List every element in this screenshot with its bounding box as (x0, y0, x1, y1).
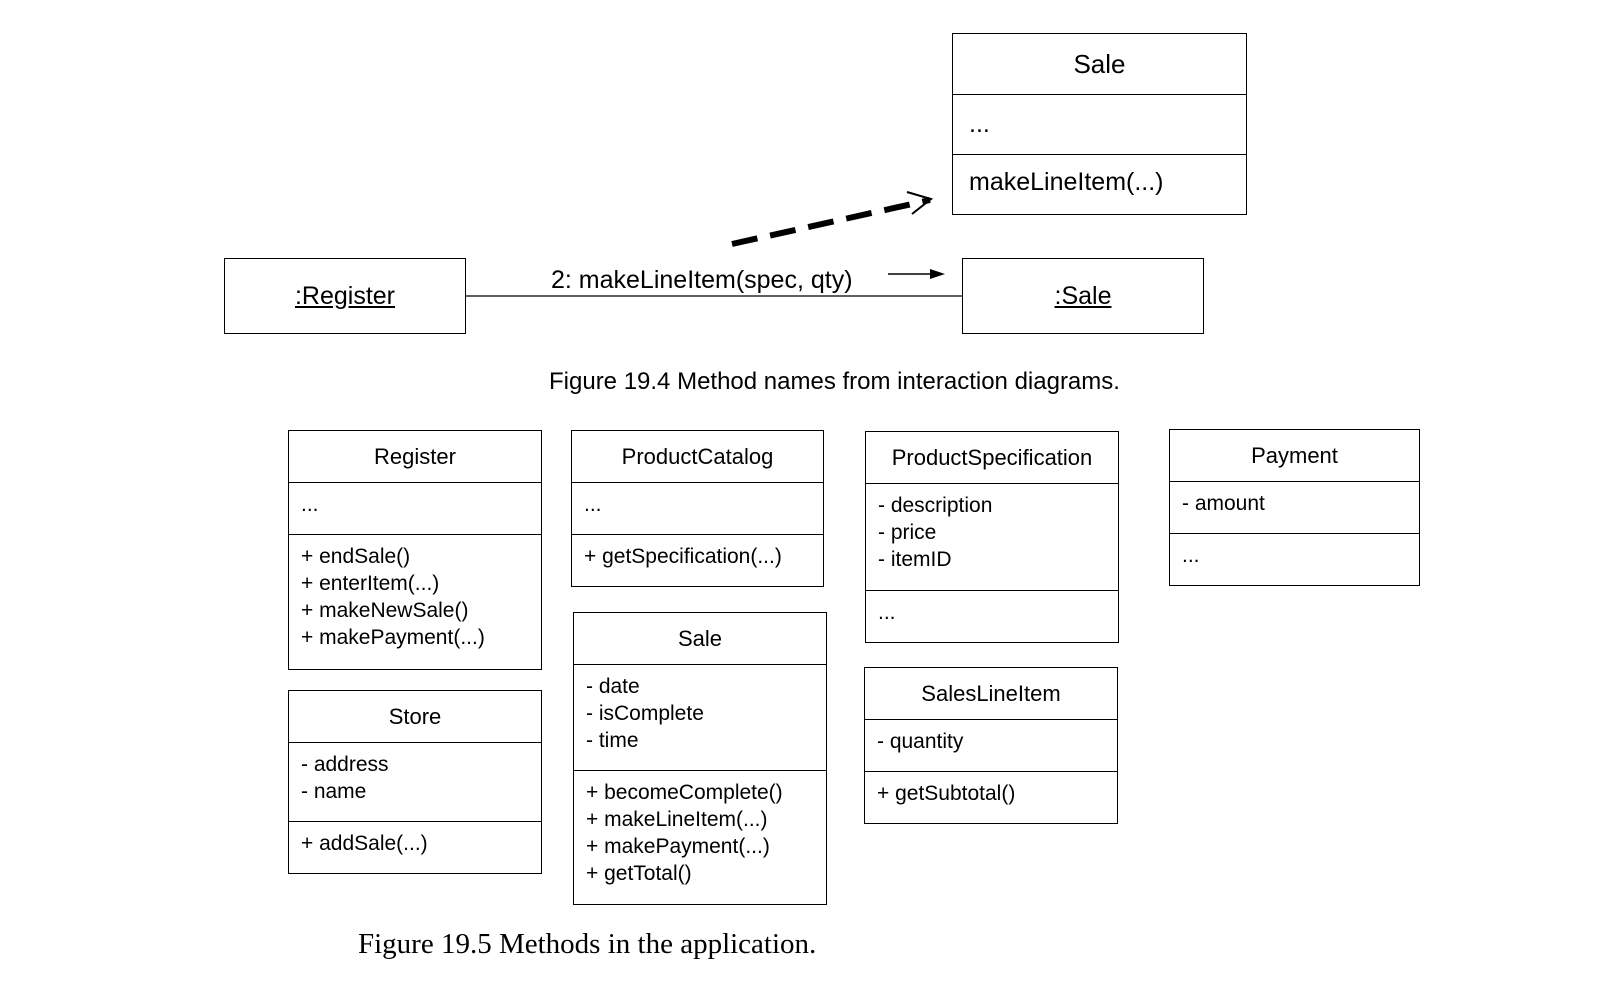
dependency-arrow-dashed (731, 197, 931, 247)
message-label: 2: makeLineItem(spec, qty) (551, 266, 853, 294)
attribute: - quantity (877, 730, 964, 753)
class-name: Sale (953, 34, 1246, 95)
class-attributes: - quantity (865, 720, 1117, 772)
class-operations: + addSale(...) (289, 822, 541, 857)
operation: + makeNewSale() (301, 599, 469, 622)
operation: + makePayment(...) (301, 626, 485, 649)
class-productcatalog: ProductCatalog ... + getSpecification(..… (571, 430, 824, 587)
attribute: - isComplete (586, 702, 704, 725)
operation: + getTotal() (586, 862, 692, 885)
attribute: - price (878, 521, 937, 544)
class-attributes: ... (572, 483, 823, 535)
class-operations: + getSpecification(...) (572, 535, 823, 570)
figure-19-4-caption: Figure 19.4 Method names from interactio… (549, 368, 1120, 395)
attribute: - time (586, 729, 639, 752)
class-operation: makeLineItem(...) (969, 168, 1164, 196)
sale-object: :Sale (962, 258, 1204, 334)
attribute: - itemID (878, 548, 952, 571)
attribute: ... (301, 493, 319, 516)
class-attributes: ... (953, 95, 1246, 155)
operation: + becomeComplete() (586, 781, 783, 804)
attribute: - amount (1182, 492, 1265, 515)
attribute: - address (301, 753, 389, 776)
operation: ... (1182, 544, 1200, 567)
operation: + endSale() (301, 545, 411, 568)
register-object: :Register (224, 258, 466, 334)
class-sale-spec: Sale ... makeLineItem(...) (952, 33, 1247, 215)
class-name: Payment (1170, 430, 1419, 482)
class-name: Register (289, 431, 541, 483)
class-name: SalesLineItem (865, 668, 1117, 720)
dependency-arrow-head (906, 191, 934, 215)
class-name: ProductCatalog (572, 431, 823, 483)
class-attributes: - description - price - itemID (866, 484, 1118, 591)
class-operations: + becomeComplete() + makeLineItem(...) +… (574, 771, 826, 887)
class-productspecification: ProductSpecification - description - pri… (865, 431, 1119, 643)
class-name: Sale (574, 613, 826, 665)
operation: + enterItem(...) (301, 572, 440, 595)
class-operations: + getSubtotal() (865, 772, 1117, 807)
class-operations: + endSale() + enterItem(...) + makeNewSa… (289, 535, 541, 651)
operation: + makeLineItem(...) (586, 808, 768, 831)
class-attributes: - address - name (289, 743, 541, 822)
class-payment: Payment - amount ... (1169, 429, 1420, 586)
attribute: - date (586, 675, 640, 698)
class-saleslineitem: SalesLineItem - quantity + getSubtotal() (864, 667, 1118, 824)
class-name: Store (289, 691, 541, 743)
class-operations: ... (866, 591, 1118, 626)
operation: + getSubtotal() (877, 782, 1016, 805)
class-attributes: - date - isComplete - time (574, 665, 826, 771)
class-operations: ... (1170, 534, 1419, 569)
message-arrow-head (930, 269, 945, 279)
class-attributes: - amount (1170, 482, 1419, 534)
class-register: Register ... + endSale() + enterItem(...… (288, 430, 542, 670)
class-sale: Sale - date - isComplete - time + become… (573, 612, 827, 905)
operation: + getSpecification(...) (584, 545, 782, 568)
class-attributes: ... (289, 483, 541, 535)
operation: ... (878, 601, 896, 624)
class-store: Store - address - name + addSale(...) (288, 690, 542, 874)
attribute: ... (584, 493, 602, 516)
operation: + makePayment(...) (586, 835, 770, 858)
operation: + addSale(...) (301, 832, 428, 855)
attribute: - description (878, 494, 993, 517)
class-name: ProductSpecification (866, 432, 1118, 484)
attribute: - name (301, 780, 367, 803)
figure-19-5-caption: Figure 19.5 Methods in the application. (358, 928, 817, 960)
